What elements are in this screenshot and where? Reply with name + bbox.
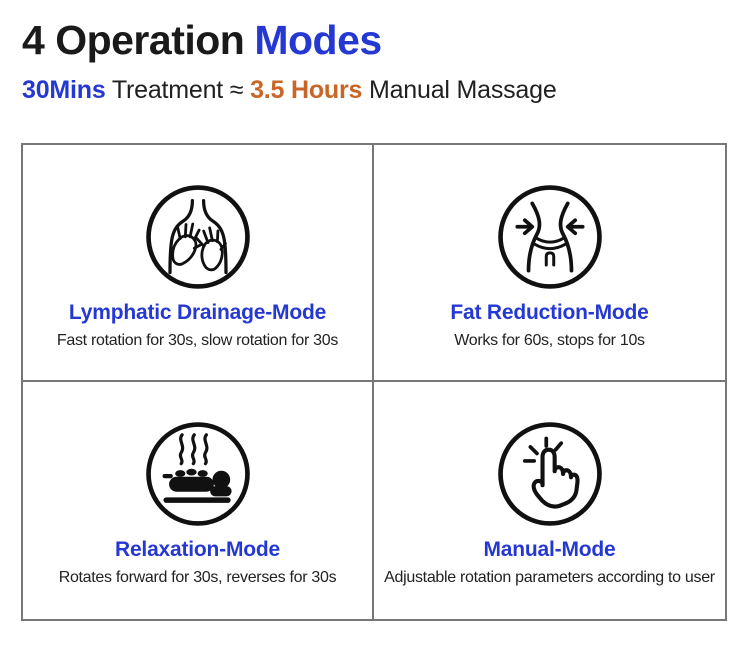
mode-title: Manual-Mode — [483, 538, 616, 561]
page-title-black: 4 Operation — [22, 17, 245, 63]
relaxation-massage-icon — [142, 418, 254, 530]
subtitle-text-1: Treatment ≈ — [105, 76, 251, 105]
subtitle-text-2: Manual Massage — [362, 76, 557, 105]
mode-card-fat-reduction: Fat Reduction-Mode Works for 60s, stops … — [374, 145, 725, 382]
mode-description: Works for 60s, stops for 10s — [454, 332, 645, 349]
hand-tap-icon — [494, 418, 606, 530]
mode-card-lymphatic-drainage: Lymphatic Drainage-Mode Fast rotation fo… — [23, 145, 374, 382]
subtitle: 30Mins Treatment ≈ 3.5 Hours Manual Mass… — [22, 76, 557, 105]
mode-title: Relaxation-Mode — [114, 538, 281, 561]
modes-grid: Lymphatic Drainage-Mode Fast rotation fo… — [21, 143, 727, 621]
mode-description: Fast rotation for 30s, slow rotation for… — [56, 332, 339, 349]
mode-title: Lymphatic Drainage-Mode — [68, 301, 327, 324]
mode-description: Adjustable rotation parameters according… — [384, 569, 715, 586]
mode-card-manual: Manual-Mode Adjustable rotation paramete… — [374, 382, 725, 619]
mode-card-relaxation: Relaxation-Mode Rotates forward for 30s,… — [23, 382, 374, 619]
page-title-blue: Modes — [254, 17, 382, 63]
mode-description: Rotates forward for 30s, reverses for 30… — [58, 569, 337, 586]
subtitle-hours: 3.5 Hours — [250, 76, 363, 105]
waist-slimming-icon — [494, 181, 606, 293]
massage-hands-icon — [142, 181, 254, 293]
subtitle-duration: 30Mins — [22, 76, 106, 105]
mode-title: Fat Reduction-Mode — [450, 301, 649, 324]
